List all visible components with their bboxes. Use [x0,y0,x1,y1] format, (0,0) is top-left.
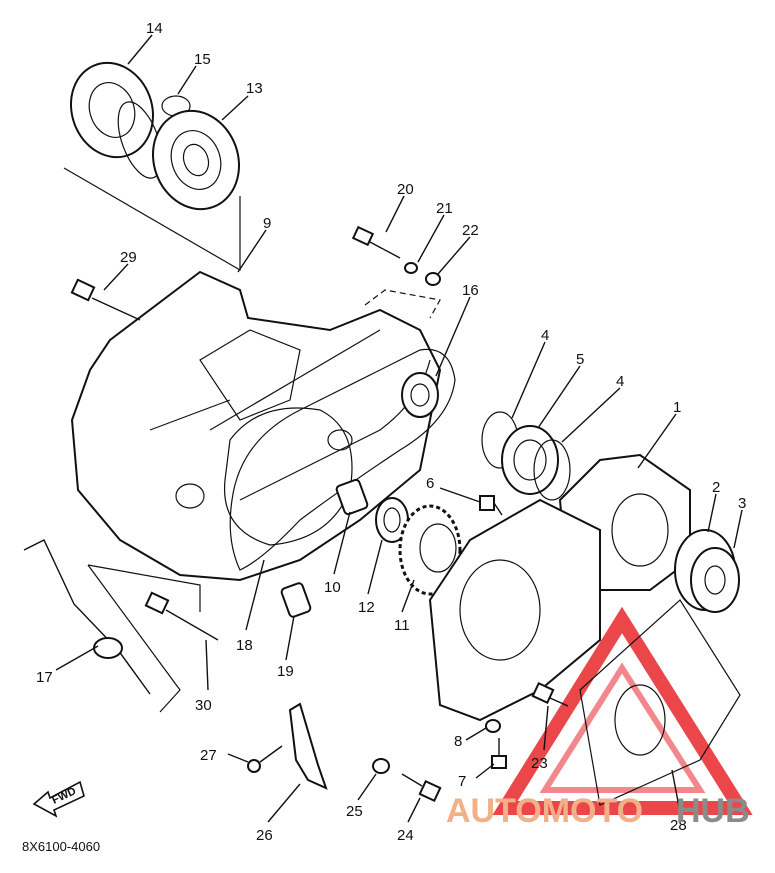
washer-25 [372,758,390,774]
spring-group-4-5 [481,411,571,501]
callout-11: 11 [394,617,410,634]
callout-17: 17 [36,669,53,686]
washer-8 [485,719,501,733]
callout-10: 10 [324,579,341,596]
cover-28 [579,599,741,806]
callout-1: 1 [673,399,681,416]
callout-28: 28 [670,817,687,834]
screw-7 [491,738,507,769]
bolt-20-group [351,225,441,319]
callout-4-upper: 4 [541,327,549,344]
callout-15: 15 [194,51,211,68]
gear-11 [398,504,462,596]
callout-21: 21 [436,200,453,217]
drawing-code: 8X6100-4060 [22,839,100,854]
callout-4-lower: 4 [616,373,624,390]
watermark-brand-right: HUB [676,792,750,830]
plug-6 [479,495,503,516]
callout-24: 24 [397,827,414,844]
callout-19: 19 [277,663,294,680]
watermark-brand-left: AUTOMOTO [446,792,643,830]
callout-20: 20 [397,181,414,198]
gasket-plate [428,498,601,722]
callout-12: 12 [358,599,375,616]
oil-seal-16 [401,372,439,418]
callout-8: 8 [454,733,462,750]
dowel-10 [335,478,369,516]
callout-5: 5 [576,351,584,368]
callout-26: 26 [256,827,273,844]
dowel-19 [280,582,312,618]
callout-25: 25 [346,803,363,820]
gasket-18 [229,348,456,571]
callout-6: 6 [426,475,434,492]
watermark-logo [492,606,753,815]
bolt-29 [70,278,141,321]
bearing-group-top [63,61,241,272]
callout-7: 7 [458,773,466,790]
bolt-30 [144,591,219,641]
callout-18: 18 [236,637,253,654]
dipstick-17 [23,539,151,695]
callout-16: 16 [462,282,479,299]
bolt-24 [401,773,442,803]
callout-22: 22 [462,222,479,239]
callout-13: 13 [246,80,263,97]
screw-27 [247,745,283,773]
callout-23: 23 [531,755,548,772]
bracket-26 [288,702,328,790]
callout-30: 30 [195,697,212,714]
bolt-23 [531,681,569,707]
leader-lines [55,34,743,823]
callout-27: 27 [200,747,217,764]
callout-labels: 14 15 13 9 20 21 22 29 16 4 5 4 1 6 2 3 … [36,20,746,844]
fwd-arrow-icon: FWD [32,780,85,818]
callout-2: 2 [712,479,720,496]
callout-3: 3 [738,495,746,512]
callout-29: 29 [120,249,137,266]
callout-9: 9 [263,215,271,232]
callout-14: 14 [146,20,163,37]
